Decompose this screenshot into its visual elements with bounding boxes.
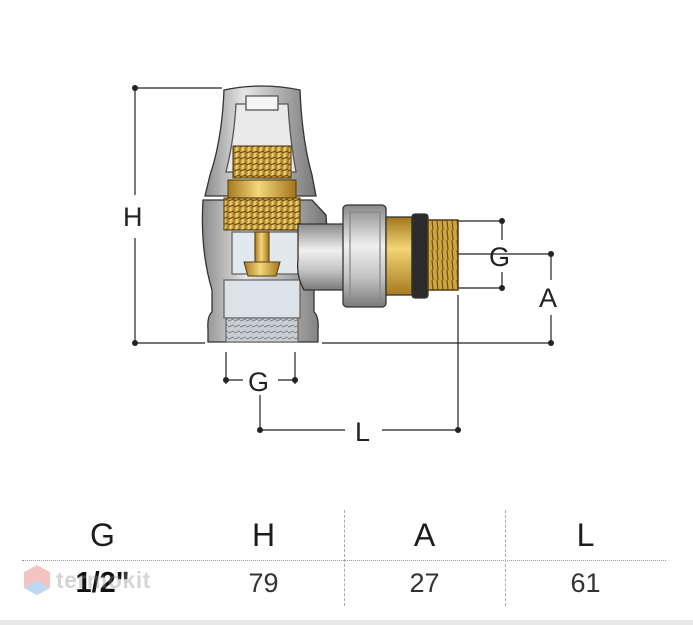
table-value-a: 27: [409, 568, 440, 598]
table-header-h: H: [251, 517, 276, 553]
dim-label-a: A: [539, 283, 557, 313]
bottom-strip: [0, 620, 693, 625]
table-header-row: G H A L: [22, 510, 666, 560]
dim-label-l: L: [355, 417, 370, 447]
side-outlet: [296, 204, 459, 308]
inlet-thread: [225, 317, 299, 343]
dimension-dots: [132, 85, 554, 433]
valve-dimension-drawing: H G A G L: [123, 85, 557, 447]
table-header-l: L: [576, 517, 595, 553]
dim-label-g-outlet: G: [489, 242, 510, 272]
table-value-l: 61: [570, 568, 601, 598]
table-row: 1/2" 79 27 61: [22, 560, 666, 606]
table-header-a: A: [413, 517, 436, 553]
brass-internals: [223, 145, 301, 277]
table-divider: [505, 510, 506, 606]
table-header-g: G: [90, 517, 115, 553]
table-divider: [344, 510, 345, 606]
table-value-g: 1/2": [75, 567, 130, 599]
dim-label-g-inlet: G: [248, 367, 269, 397]
table-value-h: 79: [248, 568, 279, 598]
dimension-table: G H A L 1/2" 79 27 61: [22, 510, 666, 606]
dim-label-h: H: [123, 202, 143, 232]
